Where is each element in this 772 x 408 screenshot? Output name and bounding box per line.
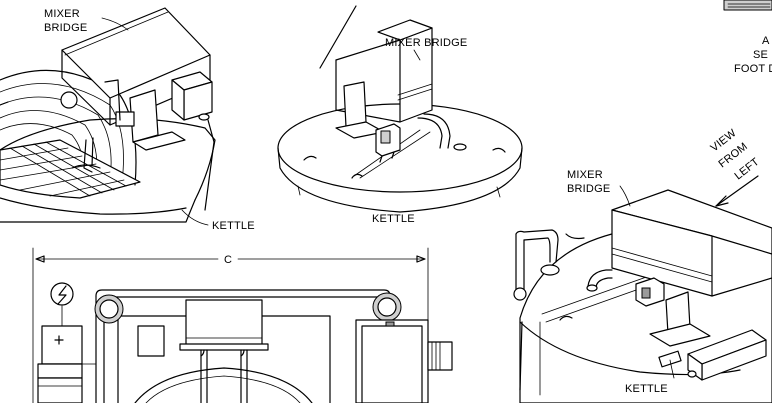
top-middle-drive-pipe bbox=[417, 113, 467, 151]
corner-fragment-text: FOOT D bbox=[734, 63, 772, 75]
right-drive-pipe bbox=[586, 269, 613, 292]
top-left-mixer-bridge-label: BRIDGE bbox=[44, 22, 87, 34]
top-left-leaders bbox=[101, 17, 209, 226]
right-clamps bbox=[559, 233, 682, 368]
plan-kettle-rim bbox=[134, 367, 313, 404]
top-middle-clamps bbox=[303, 147, 506, 179]
right-leaders bbox=[619, 185, 675, 379]
top-left-motor-housing bbox=[171, 71, 213, 121]
plan-electrical-box bbox=[37, 305, 97, 404]
right-view: MIXER BRIDGE VIEW FROM LEFT KETTLE bbox=[513, 127, 772, 404]
right-control-box bbox=[635, 277, 665, 307]
top-left-grate bbox=[0, 139, 141, 199]
plan-control-cabinet bbox=[355, 319, 453, 404]
top-middle-leaders bbox=[413, 49, 421, 61]
right-kettle-label: KETTLE bbox=[625, 383, 668, 395]
top-left-view: MIXER BRIDGE KETTLE bbox=[0, 7, 255, 232]
top-left-bridge-bracket bbox=[115, 89, 186, 151]
plan-mixer-bridge bbox=[179, 299, 269, 404]
corner-fragment-text: SE bbox=[753, 49, 768, 61]
right-mixer-bridge-label: BRIDGE bbox=[567, 183, 610, 195]
right-motor-housing bbox=[687, 329, 767, 381]
top-middle-control-box bbox=[375, 123, 401, 163]
plan-leg-circles bbox=[94, 292, 402, 324]
top-middle-view: MIXER BRIDGE KETTLE bbox=[277, 5, 523, 225]
top-middle-mixer-bridge bbox=[319, 5, 433, 123]
right-mixer-bridge-label: MIXER bbox=[567, 169, 603, 181]
plan-kettle-inner-rim bbox=[145, 375, 301, 404]
top-left-kettle-label: KETTLE bbox=[212, 220, 255, 232]
corner-fragment: A SE FOOT D bbox=[723, 0, 772, 75]
right-bridge-bracket bbox=[649, 291, 711, 347]
top-middle-mixer-bridge-label: MIXER BRIDGE bbox=[385, 37, 467, 49]
top-left-hinge-rod bbox=[0, 101, 9, 106]
top-left-spindle bbox=[71, 79, 121, 173]
right-outlet-pipe bbox=[513, 229, 560, 301]
top-left-mixer-bridge-label: MIXER bbox=[44, 8, 80, 20]
top-middle-kettle-label: KETTLE bbox=[372, 213, 415, 225]
bottom-left-plan-view: C bbox=[32, 247, 453, 404]
top-middle-bridge-bracket bbox=[335, 81, 385, 139]
dimension-c-label: C bbox=[224, 254, 232, 266]
right-mixer-bridge bbox=[611, 189, 772, 297]
electrical-symbol-icon bbox=[50, 282, 74, 306]
plan-inner-panel bbox=[137, 325, 165, 357]
top-left-pivot-knob bbox=[60, 91, 78, 109]
right-view-arrow bbox=[715, 175, 759, 207]
corner-fragment-text: A bbox=[762, 35, 770, 47]
